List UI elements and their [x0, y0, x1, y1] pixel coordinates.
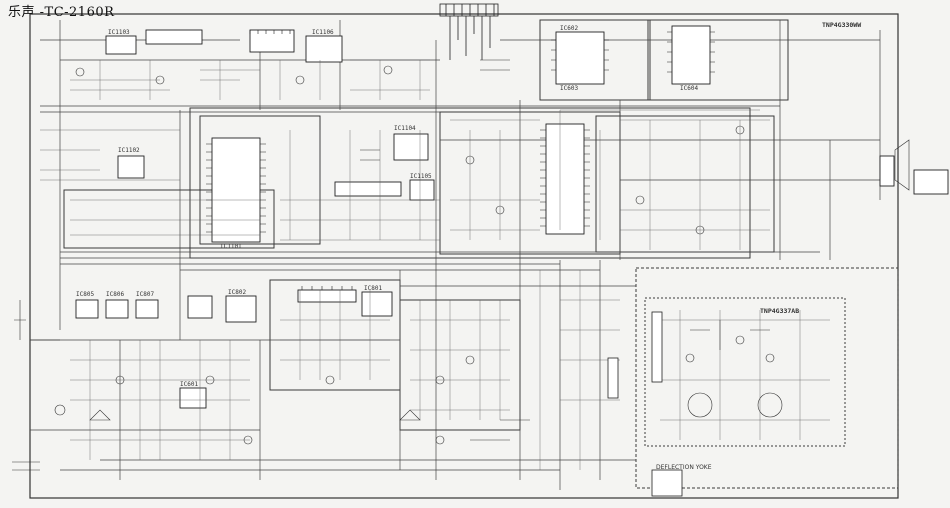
ic805-label: IC805	[76, 291, 95, 298]
ic807-label: IC807	[136, 291, 155, 298]
deflection-yoke-label: DEFLECTION YOKE	[656, 464, 712, 471]
ic1103-label: IC1103	[108, 29, 130, 36]
ic602-label: IC602	[560, 25, 579, 32]
ic1101-label: IC1101	[220, 243, 242, 250]
ic802-label: IC802	[228, 289, 247, 296]
crt-board-id-label: TNP4G337AB	[760, 307, 800, 315]
ic603-label: IC603	[560, 85, 579, 92]
ic1106-label: IC1106	[312, 29, 334, 36]
ic806-label: IC806	[106, 291, 125, 298]
ic604-label: IC604	[680, 85, 699, 92]
ic801-label: IC801	[364, 285, 383, 292]
ic1102-label: IC1102	[118, 147, 140, 154]
main-board-id-label: TNP4G330WW	[822, 21, 862, 29]
ic601-label: IC601	[180, 381, 199, 388]
schematic-title: 乐声 -TC-2160R	[8, 5, 115, 20]
ic1105-label: IC1105	[410, 173, 432, 180]
ic1104-label: IC1104	[394, 125, 416, 132]
